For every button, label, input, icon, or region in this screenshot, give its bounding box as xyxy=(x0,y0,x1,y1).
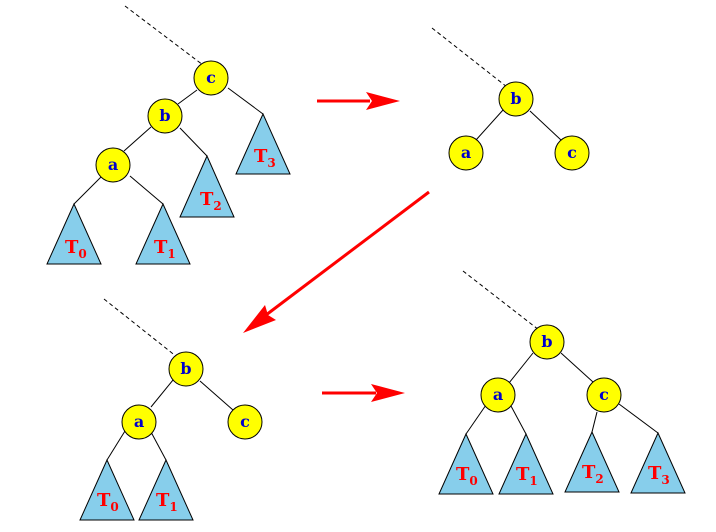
edge-c-b xyxy=(177,89,198,105)
edge-b-t2 xyxy=(179,127,208,157)
subtree-t1 xyxy=(498,432,554,495)
node-c xyxy=(227,404,263,440)
node-label-a: a xyxy=(108,155,118,174)
node-label-a: a xyxy=(493,385,503,404)
subtree-t2 xyxy=(179,154,235,218)
node-a xyxy=(480,377,516,413)
arrow-bottom-right xyxy=(322,384,405,402)
panel-top-left: T0 T1 T2 T3 c b a xyxy=(46,5,291,265)
parent-dashed-edge xyxy=(462,270,540,331)
edge-b-a xyxy=(123,126,152,152)
node-c xyxy=(193,60,229,96)
subtree-t3 xyxy=(630,431,686,494)
arrow-head xyxy=(371,384,405,402)
subtree-t0 xyxy=(438,432,494,495)
arrow-top-right xyxy=(317,92,400,110)
subtree-label-t3: T3 xyxy=(254,146,276,170)
subtree-label-t2: T2 xyxy=(200,189,222,213)
node-label-c: c xyxy=(599,385,609,404)
subtree-label-t0: T0 xyxy=(456,464,478,488)
arrow-shaft xyxy=(265,190,430,317)
edge-c-t3 xyxy=(618,403,659,434)
node-b xyxy=(147,98,183,134)
arrow-diagonal-down-left xyxy=(243,190,430,333)
node-label-c: c xyxy=(567,143,577,162)
node-label-a: a xyxy=(134,412,144,431)
panel-top-right: b a c xyxy=(431,27,590,171)
edge-a-t1 xyxy=(150,431,167,461)
node-a xyxy=(121,404,157,440)
node-label-b: b xyxy=(159,106,170,125)
parent-dashed-edge xyxy=(124,5,204,66)
arrow-head xyxy=(366,92,400,110)
panel-bottom-left: T0 T1 b a c xyxy=(79,298,263,521)
edge-b-c xyxy=(199,380,234,411)
edge-a-t0 xyxy=(106,430,126,461)
subtree-label-t1: T1 xyxy=(156,490,178,514)
subtree-t3 xyxy=(235,112,291,175)
node-c xyxy=(586,377,622,413)
node-c xyxy=(554,135,590,171)
node-b xyxy=(529,324,565,360)
panel-bottom-right: T0 T1 T2 T3 b a c xyxy=(438,270,686,495)
edge-c-t2 xyxy=(591,411,598,433)
node-b xyxy=(498,81,534,117)
subtree-label-t0: T0 xyxy=(97,490,119,514)
edge-b-c xyxy=(529,110,562,141)
node-label-b: b xyxy=(180,359,191,378)
edge-a-t0 xyxy=(73,176,102,205)
edge-c-t3 xyxy=(227,87,264,115)
subtree-label-t1: T1 xyxy=(516,464,538,488)
node-label-a: a xyxy=(461,143,471,162)
arrow-head xyxy=(243,305,276,333)
node-b xyxy=(168,351,204,387)
edge-a-t0 xyxy=(465,404,487,435)
node-a xyxy=(448,135,484,171)
subtree-t1 xyxy=(138,458,194,521)
edge-a-t1 xyxy=(129,175,164,205)
edge-b-a xyxy=(475,109,504,141)
node-a xyxy=(95,147,131,183)
subtree-t0 xyxy=(46,202,102,265)
node-label-c: c xyxy=(240,412,250,431)
parent-dashed-edge xyxy=(431,27,508,88)
subtree-t1 xyxy=(135,202,191,265)
edge-b-c xyxy=(560,352,594,383)
edge-b-a xyxy=(508,352,534,384)
subtree-label-t0: T0 xyxy=(65,237,87,261)
subtree-t2 xyxy=(564,430,620,493)
node-label-b: b xyxy=(541,332,552,351)
edge-a-t1 xyxy=(510,405,527,435)
parent-dashed-edge xyxy=(103,298,178,358)
node-label-c: c xyxy=(206,68,216,87)
subtree-label-t3: T3 xyxy=(648,463,670,487)
edge-b-a xyxy=(150,379,174,408)
subtree-label-t1: T1 xyxy=(154,237,176,261)
subtree-t0 xyxy=(79,458,135,521)
node-label-b: b xyxy=(510,89,521,108)
subtree-label-t2: T2 xyxy=(582,462,604,486)
